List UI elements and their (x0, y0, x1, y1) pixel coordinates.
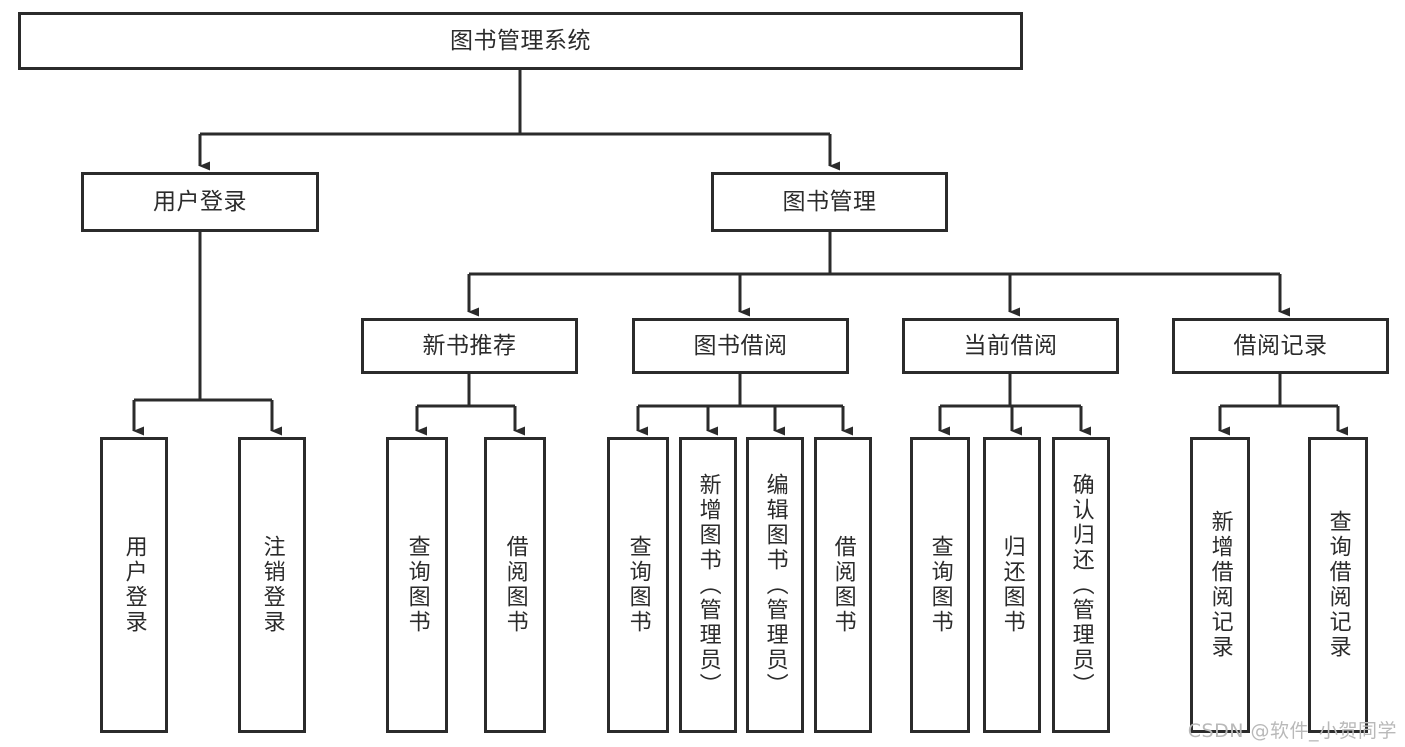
node-label: 图书管理 (782, 188, 877, 215)
node-label: 新增借阅记录 (1207, 510, 1233, 660)
node-book-manage[interactable]: 图书管理 (711, 172, 948, 232)
node-label: 查询图书 (927, 535, 953, 635)
node-label: 新书推荐 (422, 332, 517, 359)
node-leaf-confirm-return[interactable]: 确认归还（管理员） (1052, 437, 1110, 733)
node-label: 借阅图书 (502, 535, 528, 635)
node-label: 归还图书 (999, 535, 1025, 635)
node-book-borrow[interactable]: 图书借阅 (632, 318, 849, 374)
node-leaf-borrow-book-1[interactable]: 借阅图书 (484, 437, 546, 733)
node-leaf-edit-book[interactable]: 编辑图书（管理员） (746, 437, 804, 733)
node-new-book-recommend[interactable]: 新书推荐 (361, 318, 578, 374)
node-leaf-add-record[interactable]: 新增借阅记录 (1190, 437, 1250, 733)
node-leaf-add-book[interactable]: 新增图书（管理员） (679, 437, 737, 733)
node-label: 当前借阅 (963, 332, 1058, 359)
node-current-borrow[interactable]: 当前借阅 (902, 318, 1119, 374)
node-leaf-query-book-2[interactable]: 查询图书 (607, 437, 669, 733)
node-label: 新增图书（管理员） (695, 472, 721, 698)
node-label: 查询借阅记录 (1325, 510, 1351, 660)
node-label: 借阅记录 (1233, 332, 1328, 359)
node-leaf-borrow-book-2[interactable]: 借阅图书 (814, 437, 872, 733)
node-label: 注销登录 (259, 535, 285, 635)
node-leaf-user-login[interactable]: 用户登录 (100, 437, 168, 733)
node-label: 确认归还（管理员） (1068, 472, 1094, 698)
node-label: 用户登录 (153, 188, 247, 215)
node-leaf-query-book-3[interactable]: 查询图书 (910, 437, 970, 733)
node-leaf-query-record[interactable]: 查询借阅记录 (1308, 437, 1368, 733)
node-label: 编辑图书（管理员） (762, 472, 788, 698)
node-label: 查询图书 (404, 535, 430, 635)
node-label: 查询图书 (625, 535, 651, 635)
node-user-login[interactable]: 用户登录 (81, 172, 319, 232)
node-borrow-record[interactable]: 借阅记录 (1172, 318, 1389, 374)
node-label: 图书借阅 (693, 332, 788, 359)
node-leaf-return-book[interactable]: 归还图书 (983, 437, 1041, 733)
node-leaf-query-book-1[interactable]: 查询图书 (386, 437, 448, 733)
node-label: 图书管理系统 (450, 27, 591, 54)
node-label: 借阅图书 (830, 535, 856, 635)
node-root[interactable]: 图书管理系统 (18, 12, 1023, 70)
node-label: 用户登录 (121, 535, 147, 635)
node-leaf-logout[interactable]: 注销登录 (238, 437, 306, 733)
